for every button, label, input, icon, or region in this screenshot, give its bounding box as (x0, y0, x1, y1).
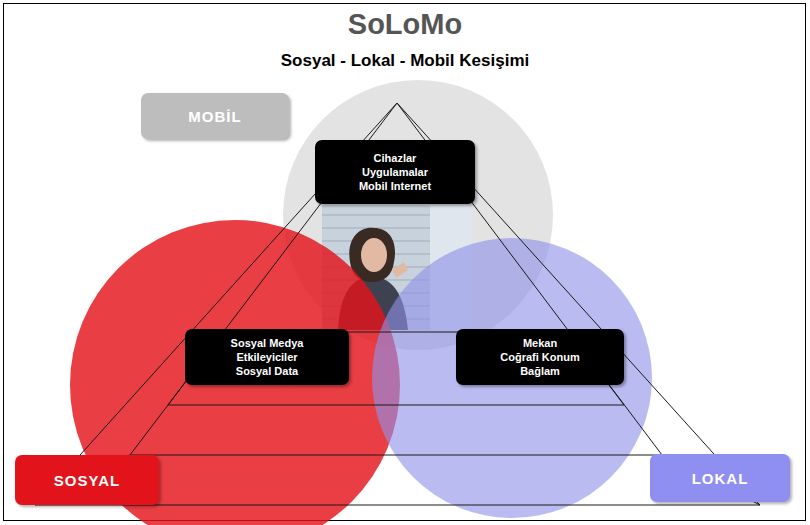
local-topics-box: MekanCoğrafi KonumBağlam (456, 329, 624, 385)
node-text: Sosyal Medya (231, 336, 304, 350)
node-text: Sosyal Data (236, 364, 298, 378)
node-text: Bağlam (520, 364, 560, 378)
node-text: Mekan (523, 336, 557, 350)
node-text: Etkileyiciler (236, 350, 297, 364)
node-text: Coğrafi Konum (500, 350, 579, 364)
node-text: MOBİL (188, 108, 241, 125)
mobile-label-box: MOBİL (141, 93, 289, 139)
diagram-title: SoLoMo (0, 8, 810, 41)
node-text: SOSYAL (54, 472, 120, 489)
subtitle-label: Sosyal - Lokal - Mobil Kesişimi (0, 51, 810, 71)
node-text: Uygulamalar (362, 165, 428, 179)
social-label-box: SOSYAL (15, 455, 159, 505)
node-text: Mobil Internet (359, 179, 431, 193)
node-text: Cihazlar (374, 151, 417, 165)
mobile-topics-box: CihazlarUygulamalarMobil Internet (315, 140, 475, 204)
social-topics-box: Sosyal MedyaEtkileyicilerSosyal Data (185, 329, 349, 385)
local-label-box: LOKAL (650, 454, 790, 502)
node-text: LOKAL (692, 470, 749, 487)
